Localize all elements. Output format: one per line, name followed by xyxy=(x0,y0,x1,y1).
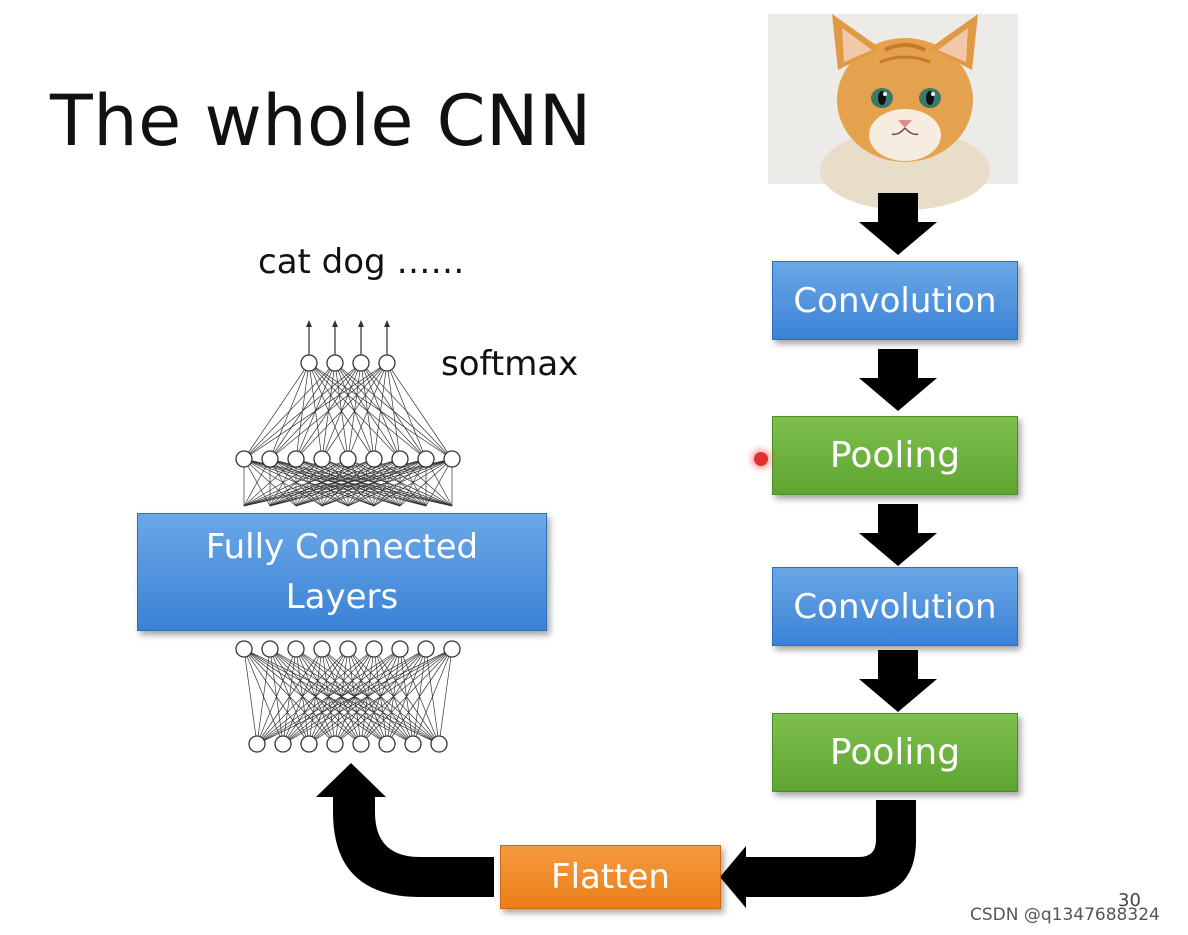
network-connection xyxy=(321,362,388,460)
network-node xyxy=(326,735,344,753)
network-connection xyxy=(412,648,453,745)
network-node xyxy=(365,640,383,658)
network-node xyxy=(261,450,279,468)
network-connection xyxy=(243,458,375,507)
cat-image xyxy=(768,14,1018,210)
network-node xyxy=(391,640,409,658)
network-node xyxy=(235,640,253,658)
flatten-to-fc-arrow xyxy=(316,763,494,897)
network-connection xyxy=(334,648,453,745)
network-connection xyxy=(269,362,388,460)
network-connection xyxy=(243,458,271,507)
network-connection xyxy=(373,458,453,507)
network-node xyxy=(313,640,331,658)
network-connection xyxy=(386,362,453,460)
network-node xyxy=(339,450,357,468)
network-node xyxy=(287,640,305,658)
network-connection xyxy=(256,648,349,745)
network-connection xyxy=(256,648,453,745)
network-connection xyxy=(256,648,401,745)
network-node xyxy=(378,354,396,372)
network-connection xyxy=(243,362,336,460)
network-node xyxy=(417,640,435,658)
network-node xyxy=(365,450,383,468)
network-connection xyxy=(256,648,375,745)
network-connection xyxy=(243,362,388,460)
output-arrow-head xyxy=(384,320,390,327)
output-arrow-head xyxy=(332,320,338,327)
pooling-box-2: Pooling xyxy=(772,713,1018,792)
network-connection xyxy=(347,458,453,507)
fully-connected-layers-box: Fully Connected Layers xyxy=(137,513,547,631)
output-arrows xyxy=(306,320,390,355)
network-connection xyxy=(347,362,388,460)
network-connection xyxy=(256,648,427,745)
network-connection xyxy=(243,458,323,507)
network-node xyxy=(300,735,318,753)
slide-title: The whole CNN xyxy=(50,80,592,162)
network-connection xyxy=(256,648,323,745)
network-connections xyxy=(243,362,453,745)
network-node xyxy=(235,450,253,468)
network-node xyxy=(404,735,422,753)
convolution-box-2: Convolution xyxy=(772,567,1018,646)
network-connection xyxy=(243,648,258,745)
network-connection xyxy=(360,648,453,745)
network-connection xyxy=(295,362,388,460)
network-connection xyxy=(399,458,453,507)
network-connection xyxy=(243,362,362,460)
network-node xyxy=(274,735,292,753)
network-connection xyxy=(425,458,453,507)
fc-label-line2: Layers xyxy=(285,577,399,617)
fc-label-line1: Fully Connected xyxy=(205,527,479,567)
laser-pointer-dot xyxy=(754,452,768,466)
pooling-box-1: Pooling xyxy=(772,416,1018,495)
network-node xyxy=(300,354,318,372)
output-arrow-head xyxy=(306,320,312,327)
network-node xyxy=(378,735,396,753)
network-connection xyxy=(256,648,271,745)
network-connection xyxy=(308,648,453,745)
softmax-label: softmax xyxy=(441,344,579,384)
network-connection xyxy=(243,458,297,507)
output-arrow-head xyxy=(358,320,364,327)
pipeline-arrows xyxy=(859,193,937,712)
pool-to-flatten-arrow xyxy=(720,800,916,908)
network-node xyxy=(313,450,331,468)
network-connection xyxy=(243,362,310,460)
network-connection xyxy=(256,648,297,745)
network-connection xyxy=(386,362,401,460)
network-connection xyxy=(243,458,453,507)
network-connection xyxy=(438,648,453,745)
network-connection xyxy=(386,648,453,745)
network-node xyxy=(352,735,370,753)
network-node xyxy=(287,450,305,468)
network-connection xyxy=(243,458,427,507)
network-connection xyxy=(373,362,388,460)
network-connection xyxy=(386,362,427,460)
network-connection xyxy=(321,458,453,507)
network-node xyxy=(443,450,461,468)
network-node xyxy=(326,354,344,372)
convolution-box-1: Convolution xyxy=(772,261,1018,340)
network-node xyxy=(339,640,357,658)
network-node xyxy=(248,735,266,753)
output-classes-label: cat dog …… xyxy=(258,242,465,282)
network-node xyxy=(261,640,279,658)
network-node xyxy=(391,450,409,468)
network-node xyxy=(417,450,435,468)
slide-number: 30 xyxy=(1118,890,1141,911)
flatten-box: Flatten xyxy=(500,845,721,909)
network-connection xyxy=(243,458,349,507)
network-node xyxy=(443,640,461,658)
network-connection xyxy=(269,458,453,507)
network-connection xyxy=(282,648,453,745)
network-node xyxy=(352,354,370,372)
watermark: CSDN @q1347688324 xyxy=(970,905,1160,925)
network-node xyxy=(430,735,448,753)
